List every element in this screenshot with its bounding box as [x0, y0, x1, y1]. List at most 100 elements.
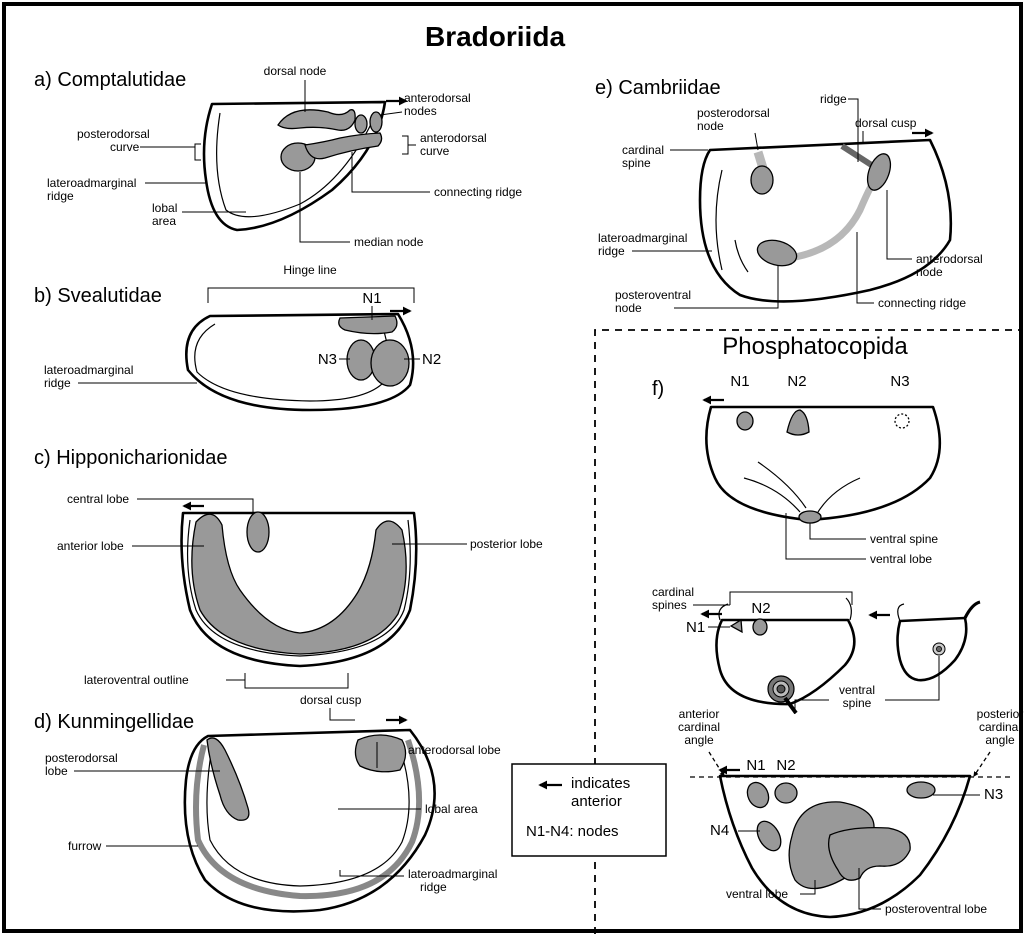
panel-e-connecting-ridge: [790, 175, 878, 258]
panel-c-label-central-lobe: central lobe: [67, 492, 129, 506]
panel-f-label-ventral-spine-2-2: spine: [843, 696, 872, 710]
panel-a-label-anterodorsal-curve-1: anterodorsal: [420, 131, 487, 145]
panel-g-phosphatocopida: g) anterior cardinal angle posterior car…: [646, 707, 1023, 917]
panel-e-label-posteroventral-node-1: posteroventral: [615, 288, 691, 302]
panel-a-label-anterodorsal-nodes-1: anterodorsal: [404, 91, 471, 105]
panel-b-label-n3: N3: [318, 351, 337, 368]
panel-e-label-cardinal-spine-2: spine: [622, 156, 651, 170]
panel-d-posterodorsal-lobe: [207, 738, 249, 820]
panel-f-inner-ridge-left-2: [758, 462, 806, 508]
panel-b-hinge-bracket: [208, 288, 414, 303]
panel-c-label-posterior-lobe: posterior lobe: [470, 537, 543, 551]
legend-key-nodes-text: N1-N4: nodes: [526, 823, 619, 840]
panel-a-label-median-node: median node: [354, 235, 424, 249]
panel-g-node-n4: [752, 817, 785, 855]
panel-c-heading: c) Hipponicharionidae: [34, 447, 227, 469]
panel-f-label-n2-lower: N2: [751, 600, 770, 617]
panel-g-label-posterior-cardinal-angle-2: cardinal: [979, 720, 1021, 734]
panel-e-lateroadmarginal-inner: [716, 170, 722, 270]
panel-b-label-lateroadmarginal-ridge-1: lateroadmarginal: [44, 363, 133, 377]
panel-b-node-n1: [339, 316, 397, 334]
panel-a-label-lobal-area-1: lobal: [152, 201, 177, 215]
panel-g-label-n4: N4: [710, 822, 729, 839]
panel-c-central-lobe: [247, 512, 269, 552]
panel-a-comptalutidae: a) Comptalutidae dorsal node anterodorsa…: [34, 64, 522, 249]
panel-a-label-anterodorsal-curve-2: curve: [420, 144, 450, 158]
panel-b-label-n2: N2: [422, 351, 441, 368]
panel-a-bracket-posterodorsal-curve: [140, 144, 201, 160]
panel-a-anterodorsal-node-1: [355, 115, 367, 133]
panel-g-posterior-angle-line: [974, 752, 990, 776]
panel-a-heading: a) Comptalutidae: [34, 69, 186, 91]
panel-d-label-lateroadmarginal-ridge-2: ridge: [420, 880, 447, 894]
panel-a-bracket-anterodorsal-curve: [402, 136, 416, 154]
panel-f-phosphatocopida: f) N1 N2 N3 ventral spine ventral lobe c…: [652, 373, 980, 714]
phosphatocopida-title: Phosphatocopida: [722, 333, 908, 360]
panel-g-label-n3: N3: [984, 786, 1003, 803]
panel-a-connecting-ridge: [305, 133, 382, 159]
panel-g-label-anterior-cardinal-angle-1: anterior: [679, 707, 720, 721]
panel-g-posteroventral-lobe: [829, 828, 911, 881]
panel-d-label-anterodorsal-lobe: anterodorsal lobe: [408, 743, 501, 757]
panel-a-label-lobal-area-2: area: [152, 214, 176, 228]
panel-f-label-n1: N1: [730, 373, 749, 390]
panel-a-label-posterodorsal-curve-2: curve: [110, 140, 140, 154]
panel-d-heading: d) Kunmingellidae: [34, 711, 194, 733]
panel-e-label-posterodorsal-node-1: posterodorsal: [697, 106, 770, 120]
panel-a-label-lateroadmarginal-ridge-2: ridge: [47, 189, 74, 203]
legend-key: indicates anterior N1-N4: nodes: [512, 764, 666, 856]
panel-f-label-cardinal-spines-2: spines: [652, 598, 687, 612]
panel-g-label-anterior-cardinal-angle-2: cardinal: [678, 720, 720, 734]
panel-a-label-posterodorsal-curve-1: posterodorsal: [77, 127, 150, 141]
panel-e-label-posteroventral-node-2: node: [615, 301, 642, 315]
panel-f-cardinal-spine-left: [719, 604, 728, 620]
panel-d-leader-dorsal-cusp: [330, 708, 355, 720]
panel-f-carapace-lower-right: [898, 618, 967, 680]
panel-e-lateroadmarginal-inner-2: [735, 240, 748, 272]
panel-d-kunmingellidae: d) Kunmingellidae dorsal cusp posterodor…: [34, 693, 501, 911]
panel-d-anterodorsal-lobe: [355, 735, 405, 772]
panel-b-svealutidae: b) Svealutidae Hinge line N1 N3 N2 later…: [34, 263, 441, 410]
panel-e-label-posterodorsal-node-2: node: [697, 119, 724, 133]
panel-f-label-n2: N2: [787, 373, 806, 390]
panel-g-label-n1: N1: [746, 757, 765, 774]
panel-d-label-posterodorsal-lobe-1: posterodorsal: [45, 751, 118, 765]
panel-f-node-n3: [895, 414, 909, 428]
panel-g-label-anterior-cardinal-angle-3: angle: [684, 733, 714, 747]
panel-e-label-connecting-ridge: connecting ridge: [878, 296, 966, 310]
panel-f-cardinal-spine-right: [846, 598, 851, 620]
panel-e-label-anterodorsal-node-1: anterodorsal: [916, 252, 983, 266]
panel-a-label-lateroadmarginal-ridge-1: lateroadmarginal: [47, 176, 136, 190]
panel-b-label-hinge-line: Hinge line: [283, 263, 337, 277]
panel-f-label-ventral-lobe: ventral lobe: [870, 552, 932, 566]
panel-f-label-n3: N3: [890, 373, 909, 390]
panel-f-spine-tip: [785, 698, 796, 713]
panel-g-label-ventral-lobe: ventral lobe: [726, 887, 788, 901]
panel-d-label-lateroadmarginal-ridge-1: lateroadmarginal: [408, 867, 497, 881]
panel-f-inner-ridge-right: [818, 478, 860, 512]
figure-title: Bradoriida: [425, 21, 565, 52]
panel-f-spine-right-2: [965, 602, 980, 618]
panel-b-heading: b) Svealutidae: [34, 285, 162, 307]
panel-e-leader-anterodorsal-node: [887, 190, 912, 259]
panel-e-label-lateroadmarginal-ridge-1: lateroadmarginal: [598, 231, 687, 245]
panel-f-node-n2: [787, 410, 809, 435]
panel-e-label-cardinal-spine-1: cardinal: [622, 143, 664, 157]
panel-b-label-n1: N1: [362, 290, 381, 307]
panel-g-anterior-angle-line: [709, 752, 724, 776]
panel-f-spine-right-1: [898, 604, 904, 621]
panel-d-label-posterodorsal-lobe-2: lobe: [45, 764, 68, 778]
panel-c-ushape-lobe: [192, 514, 406, 654]
panel-f-ventral-spine-right-inner: [936, 646, 941, 651]
panel-g-label-posterior-cardinal-angle-1: posterior: [977, 707, 1024, 721]
panel-e-posterodorsal-node: [751, 166, 773, 194]
panel-e-label-ridge: ridge: [820, 92, 847, 106]
panel-e-cambriidae: e) Cambriidae ridge dorsal cusp posterod…: [595, 77, 983, 315]
legend-key-arrow-text-2: anterior: [571, 793, 622, 810]
panel-f-label-ventral-spine: ventral spine: [870, 532, 938, 546]
panel-f-label-n1-lower: N1: [686, 619, 705, 636]
panel-e-posteroventral-node: [755, 236, 800, 270]
panel-f-node-n1: [737, 412, 753, 430]
panel-e-label-lateroadmarginal-ridge-2: ridge: [598, 244, 625, 258]
